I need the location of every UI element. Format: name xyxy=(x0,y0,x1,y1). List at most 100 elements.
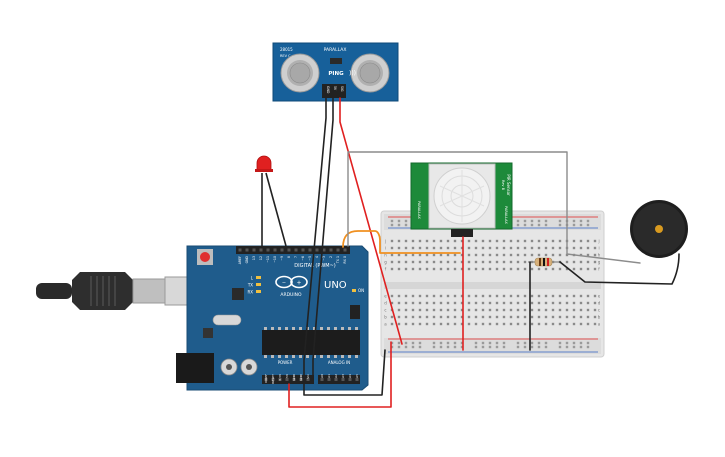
digital-header xyxy=(236,246,350,254)
breadboard-hole xyxy=(446,341,450,345)
breadboard-hole xyxy=(516,341,520,345)
breadboard-hole xyxy=(593,253,597,257)
breadboard-hole xyxy=(397,345,401,349)
breadboard-hole xyxy=(488,308,492,312)
digital-pin-label: 4 xyxy=(315,256,319,258)
header-socket[interactable] xyxy=(308,248,312,252)
breadboard-hole xyxy=(390,294,394,298)
wire-buzzer-signal xyxy=(347,151,641,264)
header-socket[interactable] xyxy=(301,248,305,252)
ultrasonic-board-rev: REV C xyxy=(280,54,291,58)
breadboard-hole xyxy=(425,267,429,271)
header-socket[interactable] xyxy=(327,378,331,381)
breadboard-hole xyxy=(453,253,457,257)
breadboard-hole xyxy=(390,341,394,345)
breadboard-hole xyxy=(481,341,485,345)
breadboard-hole xyxy=(418,239,422,243)
breadboard-hole xyxy=(565,294,569,298)
header-socket[interactable] xyxy=(271,378,275,381)
breadboard-hole xyxy=(425,322,429,326)
header-socket[interactable] xyxy=(315,248,319,252)
header-socket[interactable] xyxy=(285,378,289,381)
breadboard-hole xyxy=(418,308,422,312)
header-socket[interactable] xyxy=(294,248,298,252)
header-socket[interactable] xyxy=(280,248,284,252)
header-socket[interactable] xyxy=(336,248,340,252)
wave-icon: ))) xyxy=(349,70,356,77)
header-socket[interactable] xyxy=(292,378,296,381)
header-socket[interactable] xyxy=(341,378,345,381)
wire-buzzer-gnd xyxy=(559,253,680,285)
header-socket[interactable] xyxy=(329,248,333,252)
breadboard-hole xyxy=(488,301,492,305)
breadboard-hole xyxy=(509,239,513,243)
header-socket[interactable] xyxy=(287,248,291,252)
breadboard-hole xyxy=(502,246,506,250)
pir-sensor[interactable]: PIR Sensor Rev B PARALLAX PARALLAX xyxy=(410,162,513,237)
breadboard-hole xyxy=(397,308,401,312)
breadboard-hole xyxy=(544,345,548,349)
breadboard-hole xyxy=(390,239,394,243)
breadboard-hole xyxy=(558,345,562,349)
analog-pin-label: A5 xyxy=(355,374,359,378)
breadboard-hole xyxy=(390,223,394,227)
breadboard-hole xyxy=(474,315,478,319)
header-socket[interactable] xyxy=(355,378,359,381)
breadboard-hole xyxy=(572,301,576,305)
breadboard-hole xyxy=(488,253,492,257)
breadboard-hole xyxy=(523,315,527,319)
breadboard-hole xyxy=(397,253,401,257)
breadboard-hole xyxy=(565,345,569,349)
breadboard-hole xyxy=(390,219,394,223)
header-socket[interactable] xyxy=(306,378,310,381)
breadboard-hole xyxy=(579,253,583,257)
breadboard-hole xyxy=(558,223,562,227)
breadboard-hole xyxy=(397,223,401,227)
breadboard-hole xyxy=(544,239,548,243)
breadboard-hole xyxy=(460,322,464,326)
header-socket[interactable] xyxy=(266,248,270,252)
header-socket[interactable] xyxy=(245,248,249,252)
breadboard-hole xyxy=(446,322,450,326)
header-socket[interactable] xyxy=(322,248,326,252)
breadboard-hole xyxy=(460,260,464,264)
breadboard-hole xyxy=(544,308,548,312)
header-socket[interactable] xyxy=(334,378,338,381)
digital-pin-label: ~6 xyxy=(301,256,305,261)
header-socket[interactable] xyxy=(252,248,256,252)
breadboard-hole xyxy=(579,341,583,345)
header-socket[interactable] xyxy=(320,378,324,381)
breadboard-hole xyxy=(523,246,527,250)
breadboard-hole xyxy=(446,345,450,349)
header-socket[interactable] xyxy=(259,248,263,252)
breadboard-hole xyxy=(502,308,506,312)
piezo-buzzer[interactable] xyxy=(630,200,688,258)
breadboard-hole xyxy=(411,260,415,264)
red-led[interactable] xyxy=(255,155,287,247)
breadboard-hole xyxy=(467,239,471,243)
header-socket[interactable] xyxy=(278,378,282,381)
header-socket[interactable] xyxy=(299,378,303,381)
resistor[interactable] xyxy=(528,257,560,267)
header-socket[interactable] xyxy=(343,248,347,252)
breadboard-hole xyxy=(586,246,590,250)
breadboard-hole xyxy=(579,267,583,271)
header-socket[interactable] xyxy=(273,248,277,252)
breadboard-row-label: b xyxy=(384,315,387,320)
header-socket[interactable] xyxy=(238,248,242,252)
breadboard-hole xyxy=(453,294,457,298)
breadboard-hole xyxy=(425,308,429,312)
breadboard-hole xyxy=(509,301,513,305)
header-socket[interactable] xyxy=(348,378,352,381)
breadboard-hole xyxy=(488,315,492,319)
breadboard-hole xyxy=(509,294,513,298)
header-socket[interactable] xyxy=(264,378,268,381)
breadboard-hole xyxy=(558,239,562,243)
breadboard-hole xyxy=(551,322,555,326)
breadboard-hole xyxy=(418,315,422,319)
breadboard-hole xyxy=(460,239,464,243)
breadboard-hole xyxy=(495,267,499,271)
breadboard-hole xyxy=(432,301,436,305)
